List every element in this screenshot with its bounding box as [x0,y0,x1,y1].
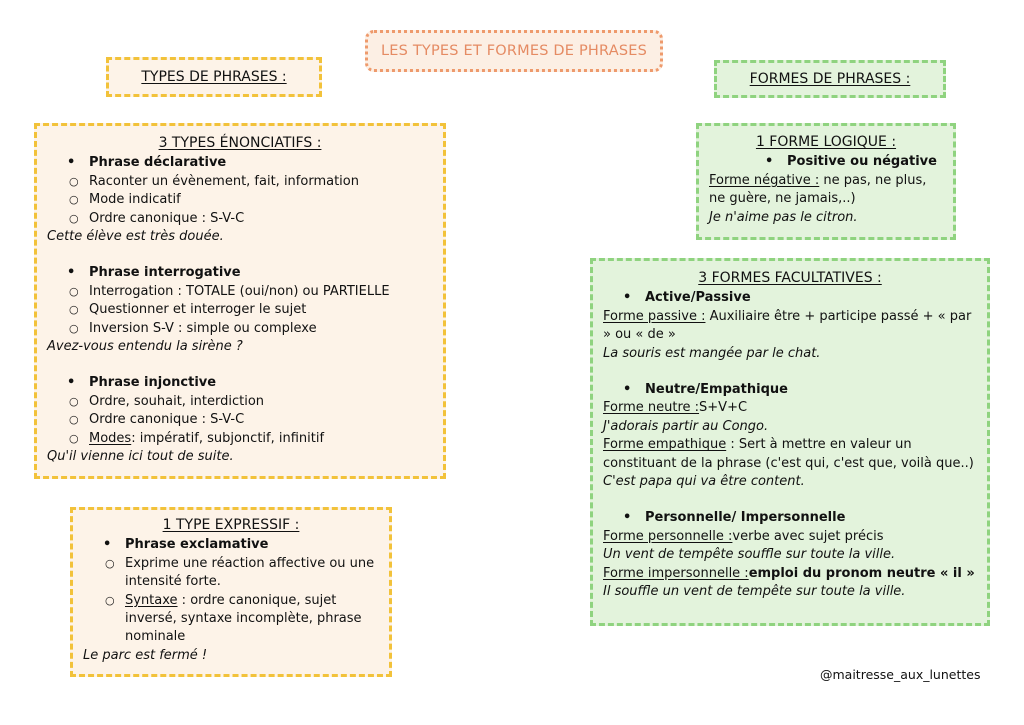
active-passive-label: Active/Passive [603,289,977,307]
logique-label: Positive ou négative [709,153,943,171]
circle-bullet-icon: ○ [69,431,79,445]
expressif-box: 1 TYPE EXPRESSIF : Phrase exclamative ○E… [70,507,392,677]
syntaxe-label: Syntaxe [125,592,178,608]
negative-form-label: Forme négative : [709,172,820,188]
author-signature: @maitresse_aux_lunettes [820,667,981,682]
enonciatifs-box: 3 TYPES ÉNONCIATIFS : Phrase déclarative… [34,123,446,479]
logique-heading: 1 FORME LOGIQUE : [755,134,897,150]
formes-header-text: FORMES DE PHRASES : [749,71,911,87]
circle-bullet-icon: ○ [105,556,115,570]
neutral-example: J'adorais partir au Congo. [603,418,769,434]
list-item: ○Exprime une réaction affective ou une i… [83,555,379,592]
passive-form-text: Forme passive : Auxiliaire être + partic… [603,308,972,343]
personnelle-label: Personnelle/ Impersonnelle [603,509,977,527]
declarative-label: Phrase déclarative [47,154,433,172]
types-header: TYPES DE PHRASES : [106,57,322,97]
negative-form-text: Forme négative : ne pas, ne plus, ne guè… [709,172,927,207]
neutral-form-text: Forme neutre : S+V+C [603,399,977,417]
list-item: ○Modes : impératif, subjonctif, infiniti… [47,430,433,448]
list-item: ○Raconter un évènement, fait, informatio… [47,173,433,191]
injonctive-example: Qu'il vienne ici tout de suite. [47,449,234,465]
circle-bullet-icon: ○ [69,211,79,225]
impersonal-form-label: Forme impersonnelle : [603,565,749,581]
circle-bullet-icon: ○ [69,303,79,317]
circle-bullet-icon: ○ [69,413,79,427]
page-title-text: LES TYPES ET FORMES DE PHRASES [381,43,647,59]
list-item: ○Ordre canonique : S-V-C [47,210,433,228]
list-item: ○Inversion S-V : simple ou complexe [47,320,433,338]
list-item: ○Syntaxe : ordre canonique, sujet invers… [83,592,379,647]
neutral-form-label: Forme neutre : [603,400,700,416]
declarative-example: Cette élève est très douée. [47,229,224,245]
list-item: ○Questionner et interroger le sujet [47,301,433,319]
logique-box: 1 FORME LOGIQUE : Positive ou négative F… [696,123,956,240]
page-title: LES TYPES ET FORMES DE PHRASES [365,30,663,72]
interrogative-example: Avez-vous entendu la sirène ? [47,339,243,355]
logique-example: Je n'aime pas le citron. [709,209,858,225]
circle-bullet-icon: ○ [69,193,79,207]
impersonal-form-text: Forme impersonnelle : emploi du pronom n… [603,565,977,583]
emphatic-example: C'est papa qui va être content. [603,474,805,490]
facultatives-heading: 3 FORMES FACULTATIVES : [698,270,882,286]
facultatives-box: 3 FORMES FACULTATIVES : Active/Passive F… [590,258,990,626]
passive-form-label: Forme passive : [603,308,706,324]
neutre-empathique-label: Neutre/Empathique [603,381,977,399]
list-item: ○Mode indicatif [47,191,433,209]
emphatic-form-text: Forme empathique : Sert à mettre en vale… [603,437,974,471]
circle-bullet-icon: ○ [69,174,79,188]
personal-form-text: Forme personnelle : verbe avec sujet pré… [603,528,977,546]
expressif-heading: 1 TYPE EXPRESSIF : [162,517,300,533]
modes-label: Modes [89,430,132,446]
circle-bullet-icon: ○ [69,321,79,335]
exclamative-label: Phrase exclamative [83,536,379,554]
types-header-text: TYPES DE PHRASES : [141,69,287,85]
formes-header: FORMES DE PHRASES : [714,60,946,98]
circle-bullet-icon: ○ [69,394,79,408]
list-item: ○Interrogation : TOTALE (oui/non) ou PAR… [47,283,433,301]
exclamative-example: Le parc est fermé ! [83,647,208,663]
list-item: ○Ordre canonique : S-V-C [47,411,433,429]
circle-bullet-icon: ○ [69,284,79,298]
passive-example: La souris est mangée par le chat. [603,345,821,361]
emphatic-form-label: Forme empathique [603,437,727,453]
injonctive-label: Phrase injonctive [47,374,433,392]
interrogative-label: Phrase interrogative [47,264,433,282]
circle-bullet-icon: ○ [105,593,115,607]
list-item: ○Ordre, souhait, interdiction [47,393,433,411]
impersonal-example: Il souffle un vent de tempête sur toute … [603,584,906,600]
enonciatifs-heading: 3 TYPES ÉNONCIATIFS : [158,135,322,151]
personal-form-label: Forme personnelle : [603,528,733,544]
personal-example: Un vent de tempête souffle sur toute la … [603,547,896,563]
